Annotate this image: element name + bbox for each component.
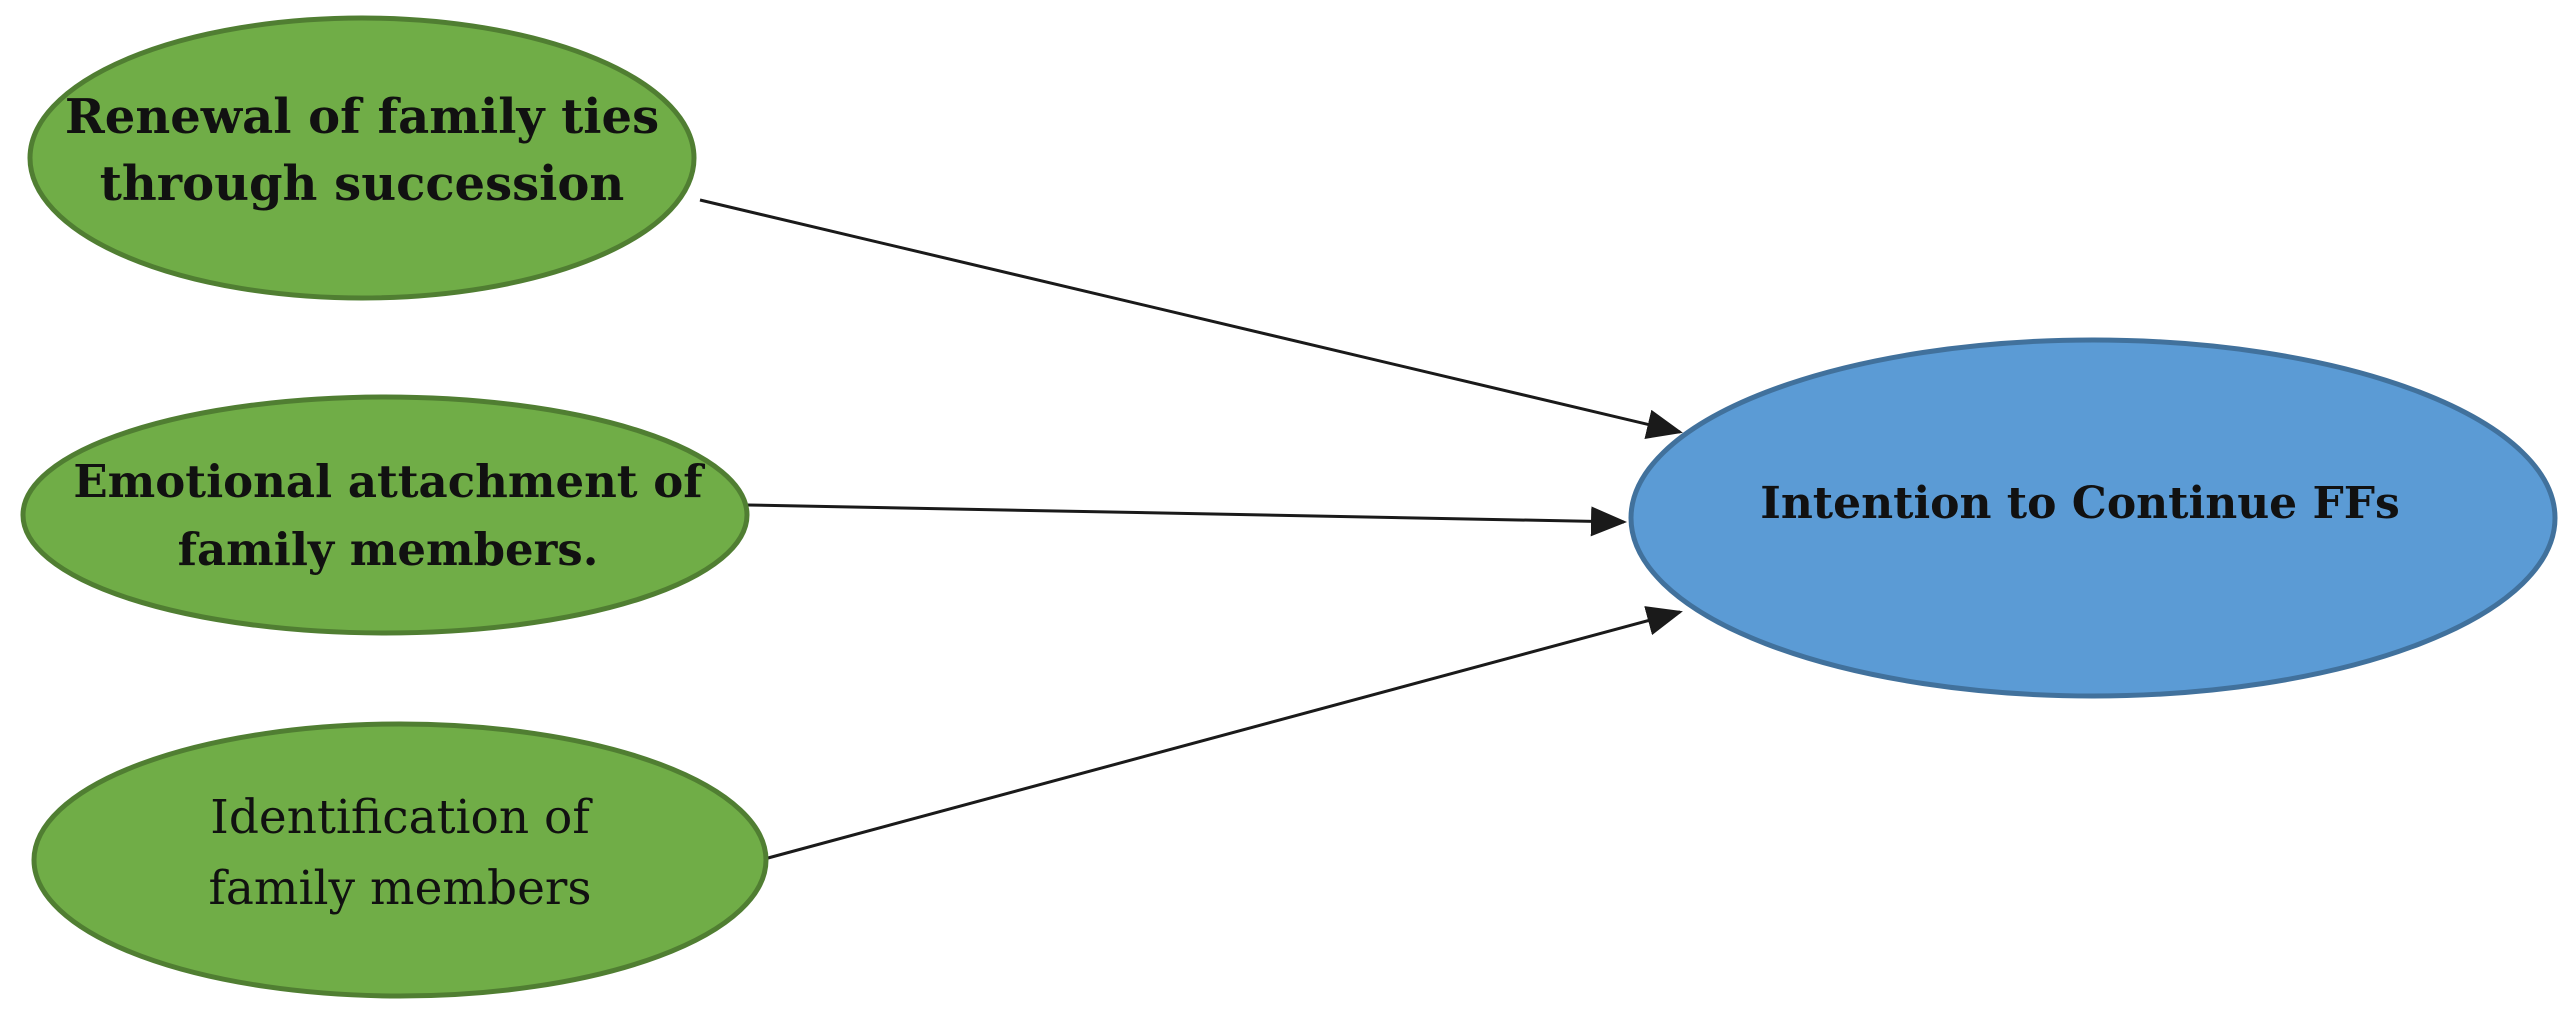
node-emotional-label-line2: family members. [178, 523, 599, 576]
node-renewal-label-line2: through succession [100, 156, 625, 212]
edge-renewal-to-intention [699, 198, 1683, 439]
node-identification-label-line2: family members [209, 861, 592, 916]
edges [699, 198, 1683, 860]
node-identification-shape [31, 721, 769, 999]
edge-identification-to-intention [767, 606, 1683, 860]
node-intention-label: Intention to Continue FFs [1760, 478, 2400, 529]
node-renewal-shape [27, 15, 697, 301]
node-identification-label-line1: Identification of [210, 790, 593, 845]
node-renewal: Renewal of family ties through successio… [27, 15, 697, 301]
node-emotional-label-line1: Emotional attachment of [73, 455, 705, 508]
node-emotional: Emotional attachment of family members. [20, 394, 750, 636]
node-renewal-label-line1: Renewal of family ties [65, 89, 659, 145]
node-identification: Identification of family members [31, 721, 769, 999]
node-intention-shape [1628, 337, 2558, 699]
node-emotional-shape [20, 394, 750, 636]
node-intention: Intention to Continue FFs [1628, 337, 2558, 699]
edge-emotional-to-intention [747, 503, 1627, 537]
